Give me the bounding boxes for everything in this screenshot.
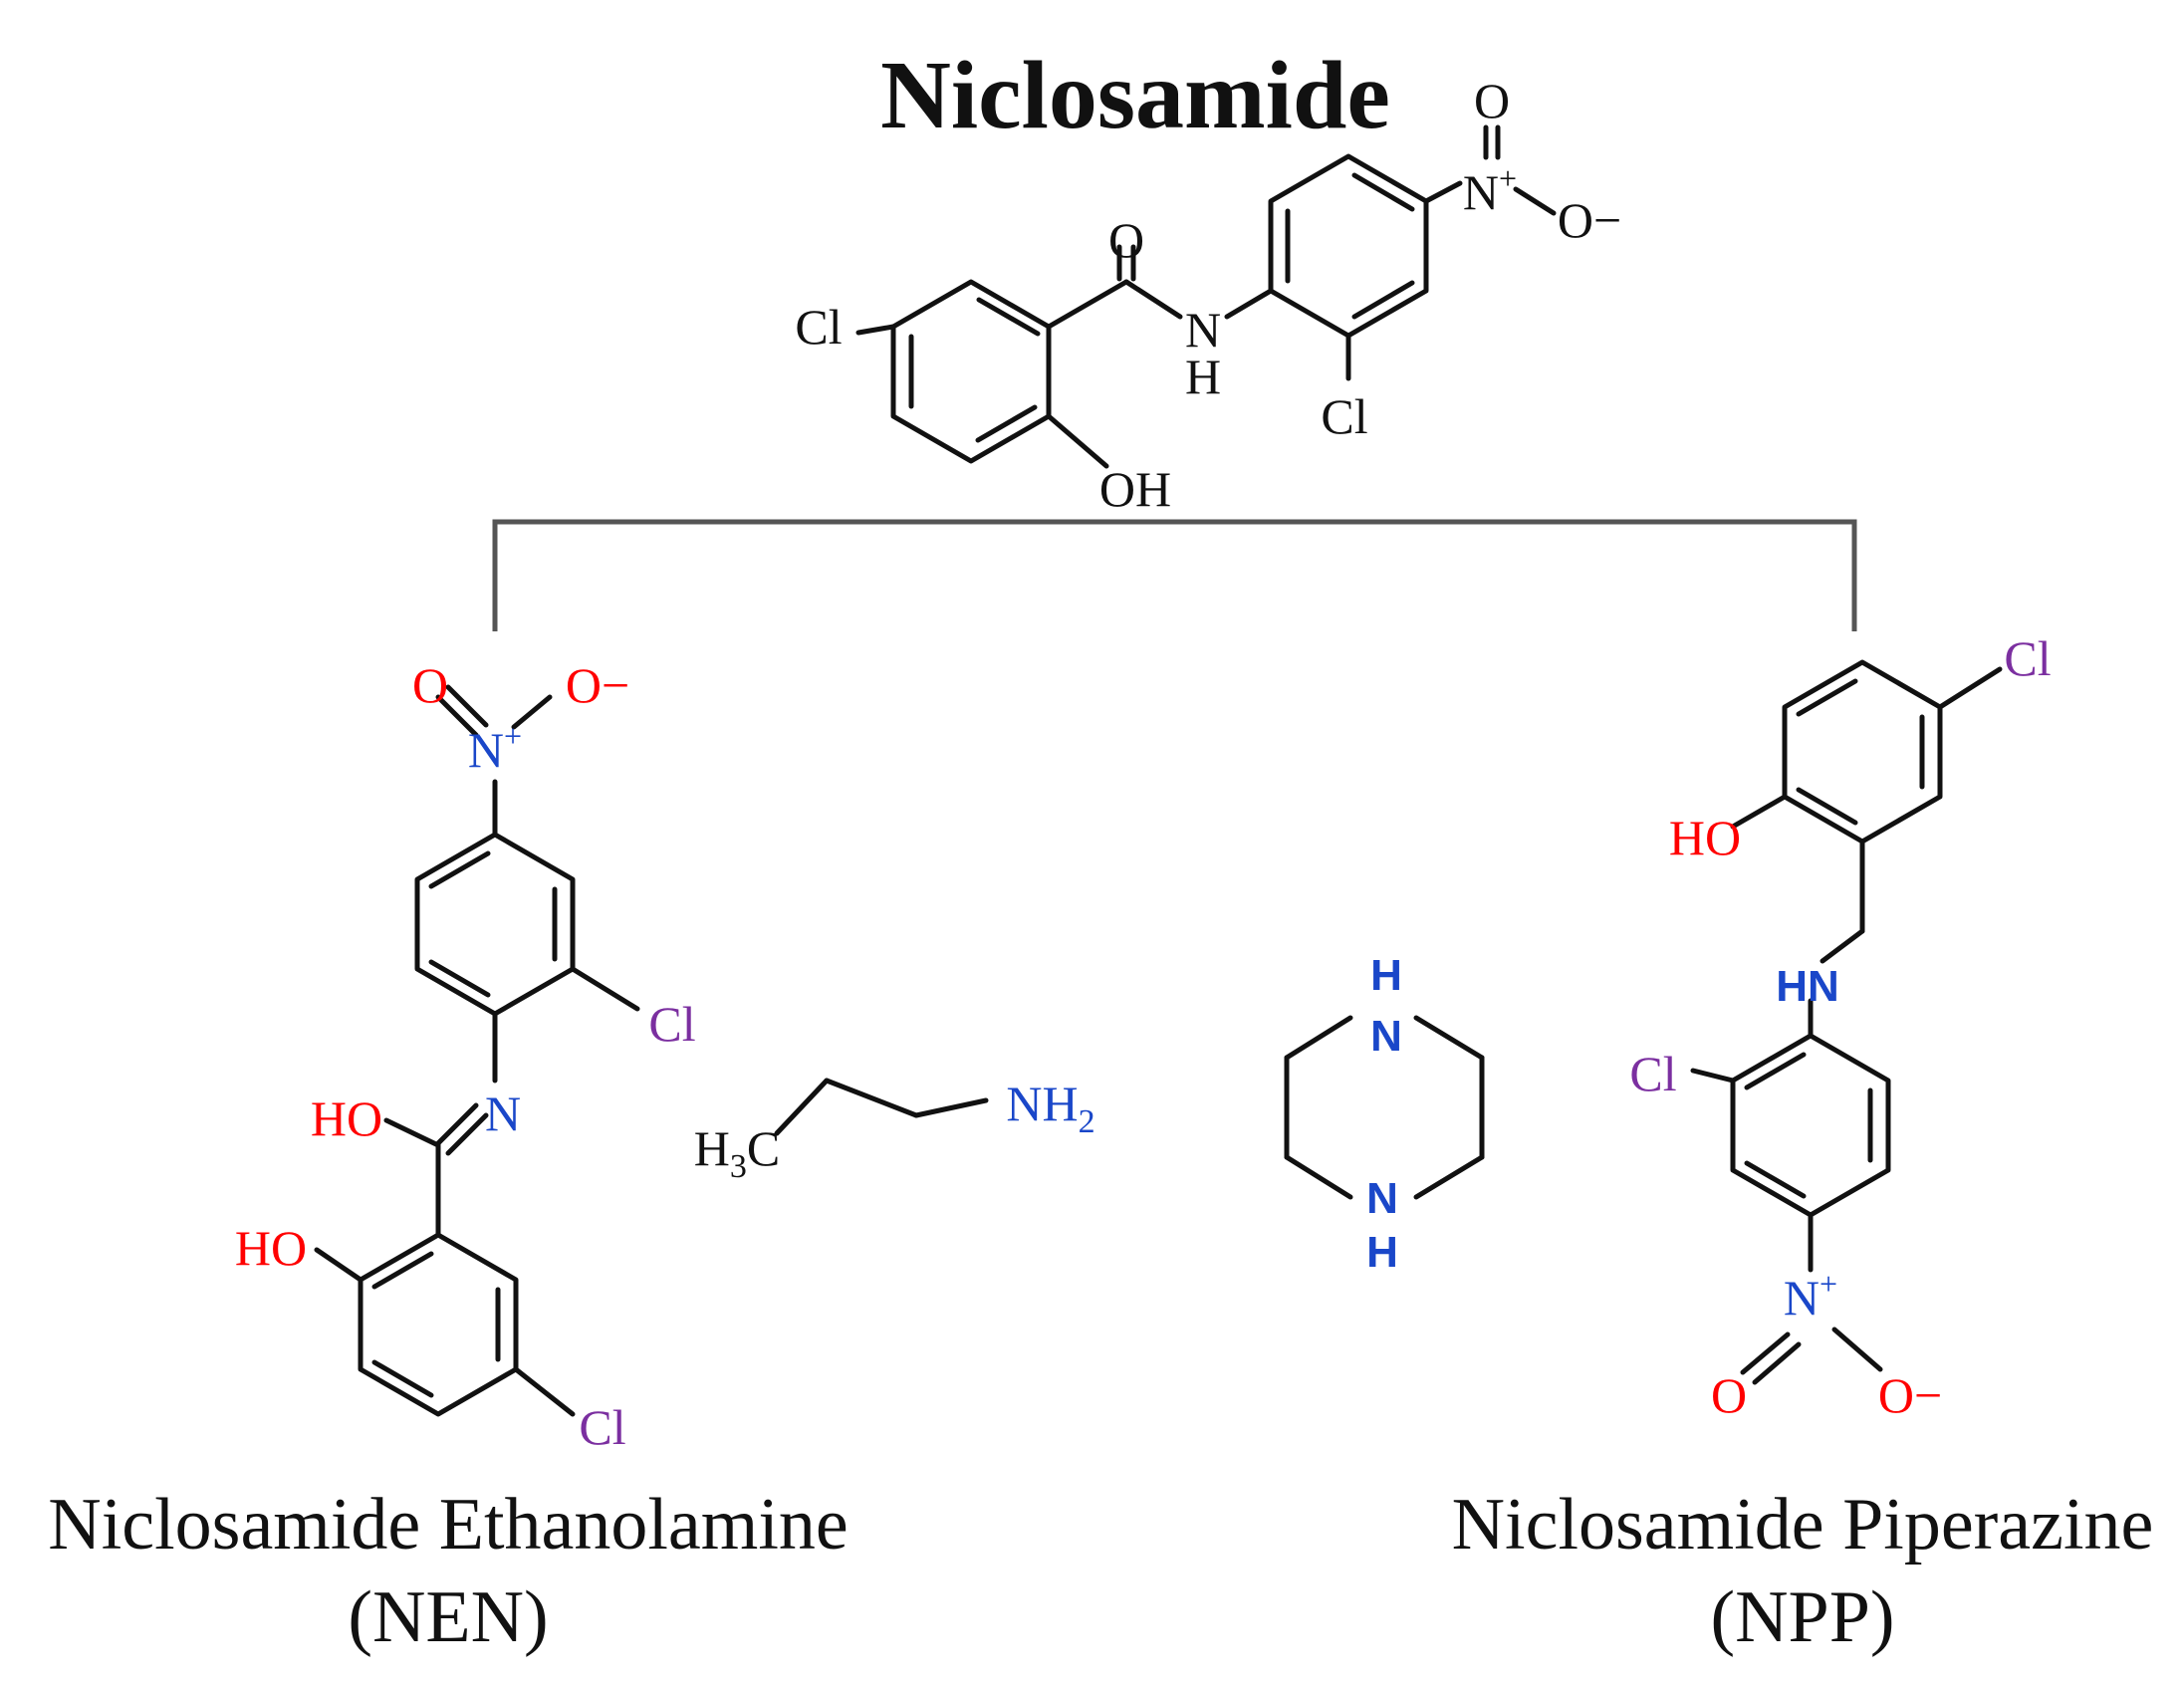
- atom-o: O: [1711, 1367, 1747, 1423]
- npp-caption-name: Niclosamide Piperazine: [1452, 1484, 2154, 1566]
- atom-o: O: [1108, 212, 1144, 268]
- atom-cl: Cl: [648, 996, 695, 1052]
- atom-cl: Cl: [2004, 630, 2051, 686]
- propylamine-structure: H3C NH2: [694, 1076, 1095, 1185]
- connector-bracket: [492, 519, 1857, 631]
- npp-caption-abbr: (NPP): [1710, 1576, 1894, 1658]
- atom-h3c: H3C: [694, 1120, 780, 1185]
- atom-n-plus: N+: [1463, 160, 1517, 220]
- atom-h: H: [1370, 951, 1402, 1000]
- nen-caption-abbr: (NEN): [348, 1576, 548, 1658]
- atom-o-minus: O−: [1878, 1367, 1942, 1423]
- atom-h: H: [1366, 1228, 1398, 1277]
- atom-o: O: [412, 657, 448, 713]
- atom-ho: HO: [235, 1220, 307, 1276]
- atom-cl: Cl: [579, 1399, 625, 1455]
- atom-cl: Cl: [795, 299, 842, 355]
- atom-cl: Cl: [1321, 388, 1367, 444]
- nen-caption-name: Niclosamide Ethanolamine: [48, 1484, 849, 1566]
- atom-ho: HO: [1669, 810, 1741, 865]
- npp-structure: Cl HO HN Cl N+ O O−: [1629, 630, 2051, 1423]
- atom-h: H: [1185, 349, 1221, 404]
- atom-n: N: [485, 1086, 521, 1141]
- atom-cl: Cl: [1629, 1046, 1676, 1101]
- piperazine-structure: H N N H: [1284, 951, 1485, 1277]
- atom-n-plus: N+: [468, 718, 522, 778]
- atom-hn: HN: [1776, 962, 1839, 1011]
- atom-n: N: [1366, 1174, 1398, 1223]
- niclosamide-structure: Cl OH O N H Cl N+ O O−: [795, 73, 1621, 517]
- atom-ho: HO: [311, 1090, 382, 1146]
- atom-o: O: [1474, 73, 1510, 128]
- diagram-title: Niclosamide: [880, 42, 1390, 149]
- atom-o-minus: O−: [566, 657, 629, 713]
- atom-nh2: NH2: [1006, 1076, 1094, 1140]
- atom-n: N: [1370, 1012, 1402, 1061]
- atom-n-plus: N+: [1784, 1266, 1837, 1326]
- nen-structure: O O− N+ Cl N HO HO Cl: [235, 657, 696, 1455]
- atom-n: N: [1185, 302, 1221, 358]
- atom-o-minus: O−: [1558, 192, 1621, 248]
- atom-oh: OH: [1099, 461, 1171, 517]
